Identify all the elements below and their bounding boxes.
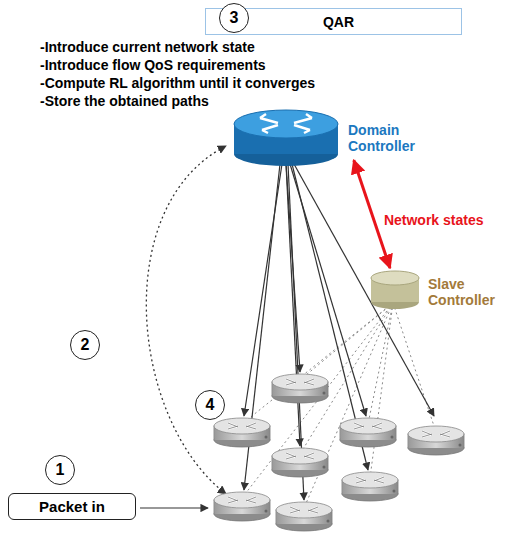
server-icon — [368, 268, 426, 314]
switch-icon — [214, 418, 270, 447]
node-text: Slave Controller — [428, 276, 510, 308]
switch-icon — [214, 492, 270, 521]
callout-number: 2 — [70, 330, 100, 360]
switch-icon — [272, 374, 328, 403]
packet-in-box: Packet in — [8, 493, 136, 520]
node-text: Domain Controller — [348, 122, 438, 154]
switch-icon — [340, 418, 396, 447]
callout-number: 1 — [45, 455, 75, 485]
switch-icon — [408, 426, 464, 455]
packet-arrow — [140, 507, 208, 508]
switch-icon — [276, 502, 332, 531]
callout-number: 4 — [195, 390, 225, 420]
node-text: QAR — [313, 14, 354, 30]
node-text: Packet in — [19, 498, 125, 515]
switch-icon — [342, 472, 398, 501]
qar-step: -Introduce current network state — [40, 39, 255, 55]
qar-step: -Store the obtained paths — [40, 93, 209, 109]
qar-step: -Compute RL algorithm until it converges — [40, 75, 315, 91]
domain-controller: Domain Controller — [232, 108, 442, 160]
slave-links — [242, 303, 436, 508]
switch-icon — [272, 448, 328, 477]
slave-controller: Slave Controller — [368, 268, 514, 314]
callout-number: 3 — [219, 3, 249, 33]
request-arrow — [146, 146, 226, 494]
qar-step: -Introduce flow QoS requirements — [40, 57, 266, 73]
router-icon — [232, 108, 344, 170]
edge-label: Network states — [382, 212, 486, 228]
